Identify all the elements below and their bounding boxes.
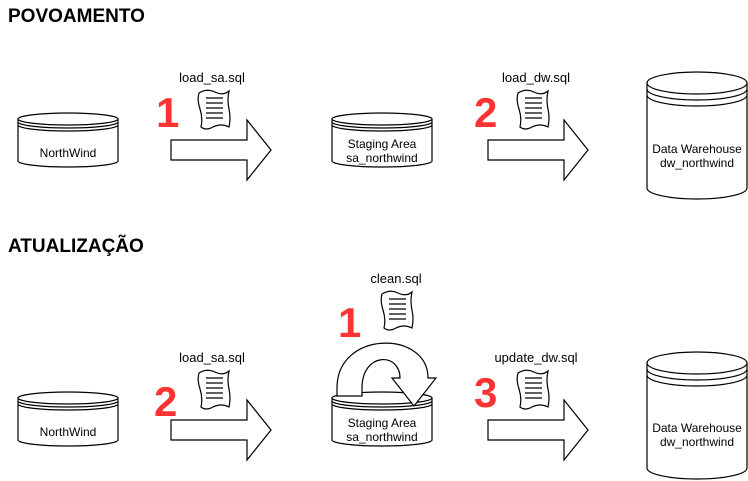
update-dw-script: update_dw.sql xyxy=(494,350,578,410)
script-document-icon xyxy=(197,369,231,410)
script-label: load_dw.sql xyxy=(502,70,570,85)
flow-arrow xyxy=(487,399,589,461)
data-warehouse-database: Data Warehouse dw_northwind xyxy=(646,71,748,200)
script-label: update_dw.sql xyxy=(494,350,577,365)
flow-arrow xyxy=(487,119,589,181)
staging-area-database: Staging Area sa_northwind xyxy=(331,112,433,168)
flow-arrow xyxy=(170,119,272,181)
section-title-atualizacao: ATUALIZAÇÃO xyxy=(8,235,144,257)
data-warehouse-name: dw_northwind xyxy=(660,156,734,170)
script-label: load_sa.sql xyxy=(179,350,245,365)
staging-area-label: Staging Area xyxy=(348,137,417,151)
data-warehouse-label: Data Warehouse xyxy=(652,421,742,435)
step-number: 1 xyxy=(338,299,361,346)
data-warehouse-database: Data Warehouse dw_northwind xyxy=(646,351,748,480)
staging-area-name: sa_northwind xyxy=(346,430,417,444)
script-document-icon xyxy=(516,89,550,130)
staging-area-label: Staging Area xyxy=(348,416,417,430)
load-sa-script: load_sa.sql xyxy=(179,70,245,130)
clean-script: clean.sql xyxy=(370,271,422,331)
section-title-povoamento: POVOAMENTO xyxy=(8,6,145,27)
script-document-icon xyxy=(516,369,550,410)
script-document-icon xyxy=(380,290,414,331)
step-number: 2 xyxy=(474,89,497,136)
script-label: clean.sql xyxy=(370,271,421,286)
step-number: 3 xyxy=(474,369,497,416)
flow-arrow xyxy=(170,399,272,461)
step-number: 1 xyxy=(156,89,179,136)
load-sa-script: load_sa.sql xyxy=(179,350,245,410)
northwind-label: NorthWind xyxy=(40,425,97,439)
data-warehouse-name: dw_northwind xyxy=(660,435,734,449)
load-dw-script: load_dw.sql xyxy=(502,70,570,130)
refresh-loop-arrow xyxy=(336,342,438,407)
script-label: load_sa.sql xyxy=(179,70,245,85)
northwind-label: NorthWind xyxy=(40,146,97,160)
staging-area-name: sa_northwind xyxy=(346,151,417,165)
data-warehouse-label: Data Warehouse xyxy=(652,142,742,156)
northwind-database: NorthWind xyxy=(17,391,119,447)
northwind-database: NorthWind xyxy=(17,112,119,168)
script-document-icon xyxy=(197,89,231,130)
staging-area-database: Staging Area sa_northwind xyxy=(331,391,433,447)
step-number: 2 xyxy=(154,378,177,425)
